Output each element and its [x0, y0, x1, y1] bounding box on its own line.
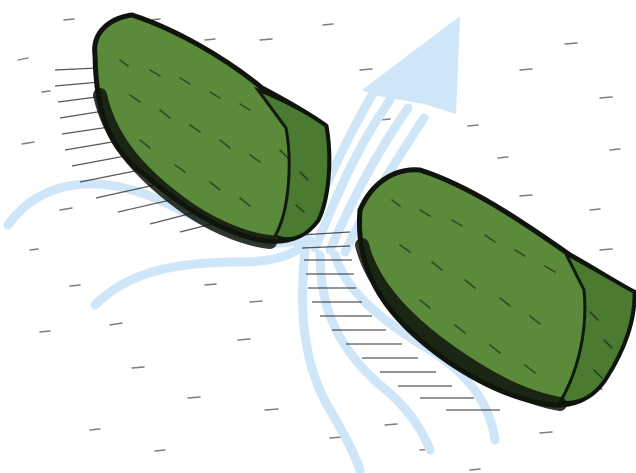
hedge-block-icon — [359, 170, 634, 405]
hedge-block-icon — [95, 15, 329, 242]
wind-flow-arrow-icon — [362, 16, 460, 114]
wind-stream-icon — [95, 240, 310, 305]
